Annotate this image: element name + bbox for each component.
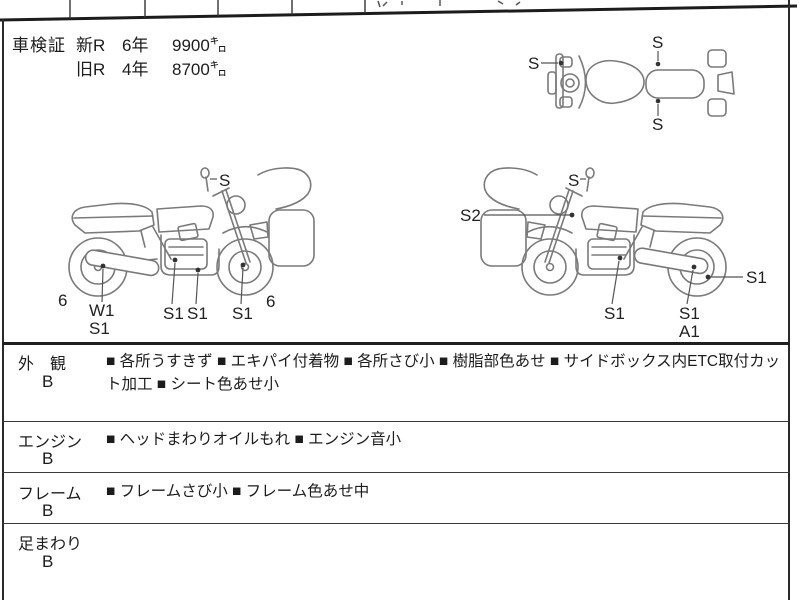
muffler <box>84 249 160 277</box>
mileage-old: 8700㌔ <box>172 60 227 79</box>
page-right-border <box>788 0 790 600</box>
windshield <box>578 55 587 109</box>
front-wheel-tip <box>547 71 557 95</box>
mark-rear-tire: 6 <box>58 291 67 310</box>
tail <box>717 71 735 95</box>
bike-body <box>68 167 315 297</box>
inspection-row-old: 旧R 4年 8700㌔ <box>76 55 227 80</box>
section-name-engine: エンジン <box>18 434 83 451</box>
mirror-right <box>559 96 573 108</box>
section-notes-frame: ■ フレームさび小 ■ フレーム色あせ中 <box>106 483 370 500</box>
section-name-frame: フレーム <box>18 486 82 503</box>
mark-front-fork: S1 <box>232 304 253 323</box>
mark-under-frame: S1 <box>187 304 208 323</box>
reg-era-old: 旧R <box>76 60 106 79</box>
top-view-body <box>547 49 735 117</box>
mileage-new: 9900㌔ <box>172 36 227 55</box>
mark-muffler-1: W1 <box>89 301 115 320</box>
reg-year-new: 6年 <box>122 36 149 55</box>
mark-dot <box>558 60 564 66</box>
section-name-undercarriage: 足まわり <box>18 536 83 553</box>
leader-line <box>101 268 104 303</box>
inspection-cert-label: 車検証 <box>12 36 66 55</box>
section-divider-thick <box>2 342 790 345</box>
mark-top-view-left: S <box>528 54 539 73</box>
section-name-exterior: 外 観 <box>18 356 67 373</box>
side-box-left <box>707 49 727 68</box>
mark-dot <box>655 98 661 104</box>
side-box-right <box>707 98 727 117</box>
leader-line <box>195 272 199 305</box>
mark-muffler-2: A1 <box>679 322 700 341</box>
motorcycle-top-view-diagram: S S S <box>528 33 735 134</box>
motorcycle-right-side-diagram: S S2 S1 S1 A1 S1 <box>460 167 767 341</box>
mark-dot <box>691 264 697 270</box>
mark-rear-wheel: S1 <box>746 268 767 287</box>
mark-top-view-top: S <box>652 33 663 52</box>
leader-line <box>240 267 244 305</box>
mark-dot <box>100 263 106 269</box>
mark-engine: S1 <box>163 304 184 323</box>
mark-front-tire: 6 <box>266 292 275 311</box>
section-divider <box>2 472 790 473</box>
section-notes-exterior: ■ 各所うすきず ■ エキパイ付着物 ■ 各所さび小 ■ 樹脂部色あせ ■ サイ… <box>106 353 781 393</box>
section-divider <box>2 523 790 524</box>
table-cell-dividers <box>69 0 366 19</box>
cutoff-table-header <box>0 0 798 22</box>
bike-body <box>480 167 727 297</box>
seat <box>645 69 705 99</box>
section-grade-exterior: B <box>42 372 54 391</box>
steering-head <box>560 73 580 93</box>
mark-mirror: S <box>219 171 230 190</box>
section-grade-undercarriage: B <box>42 552 54 571</box>
inspection-row-new: 新R 6年 9900㌔ <box>76 31 227 56</box>
section-grade-frame: B <box>42 501 54 520</box>
leader-line <box>171 262 176 305</box>
mark-dot <box>617 255 623 261</box>
table-bottom-border <box>0 4 798 22</box>
mark-dot <box>569 212 575 218</box>
fuel-tank <box>585 59 645 104</box>
page-left-border <box>2 19 4 600</box>
clipped-text-fragments <box>377 0 521 8</box>
section-grade-engine: B <box>42 449 54 468</box>
motorcycle-left-side-diagram: S 6 W1 S1 S1 S1 S1 6 <box>58 167 315 338</box>
mark-dot <box>705 274 711 280</box>
leader-line <box>611 260 620 305</box>
mark-dot <box>195 267 201 273</box>
mark-front-cowl: S2 <box>460 206 481 225</box>
mark-muffler-1: S1 <box>679 304 700 323</box>
reg-era-new: 新R <box>76 36 106 55</box>
mark-mirror: S <box>568 171 579 190</box>
mark-top-view-bottom: S <box>652 115 663 134</box>
muffler <box>633 247 709 275</box>
section-notes-engine: ■ ヘッドまわりオイルもれ ■ エンジン音小 <box>106 431 402 448</box>
mark-muffler-2: S1 <box>89 319 110 338</box>
reg-year-old: 4年 <box>122 60 149 79</box>
section-divider <box>2 421 790 422</box>
leader-line <box>686 269 694 305</box>
mark-engine: S1 <box>604 304 625 323</box>
mark-dot <box>240 262 246 268</box>
mark-dot <box>172 257 178 263</box>
mark-dot <box>655 61 661 67</box>
